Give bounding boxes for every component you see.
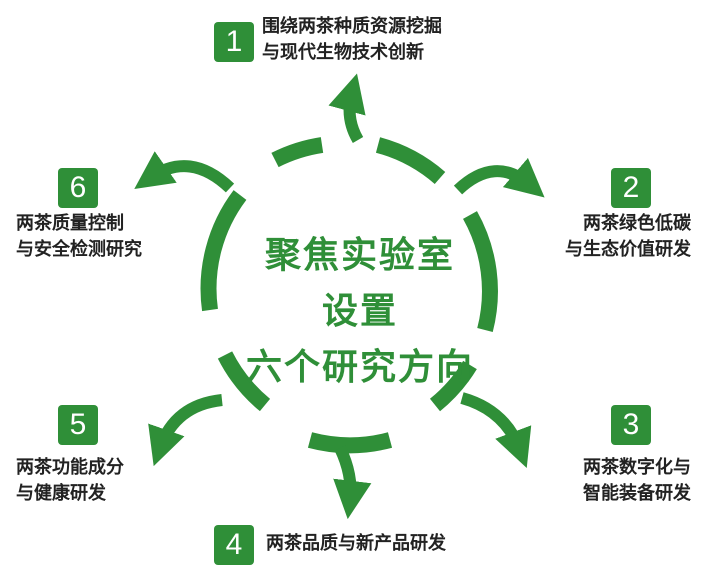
- direction-5-label: 两茶功能成分 与健康研发: [16, 455, 124, 507]
- ring-segment-2: [375, 137, 446, 185]
- direction-2-line-2: 与生态价值研发: [565, 239, 691, 260]
- direction-3-line-2: 智能装备研发: [583, 483, 691, 504]
- ring-segment-6: [217, 351, 271, 412]
- direction-6-number-badge: 6: [58, 168, 98, 208]
- direction-6-line-2: 与安全检测研究: [16, 239, 142, 260]
- arrow-to-direction-5: [148, 394, 223, 467]
- ring-segment-7: [200, 190, 247, 312]
- arrow-to-direction-2: [453, 157, 545, 198]
- center-title-line-2: 设置: [321, 291, 398, 332]
- direction-2-line-1: 两茶绿色低碳: [583, 213, 691, 234]
- direction-3-label: 两茶数字化与 智能装备研发: [565, 455, 691, 507]
- center-title-line-3: 六个研究方向: [245, 347, 474, 388]
- arrow-to-direction-6: [134, 151, 235, 193]
- direction-1-number-badge: 1: [214, 22, 254, 62]
- direction-5-line-2: 与健康研发: [16, 483, 106, 504]
- center-title-line-1: 聚焦实验室: [264, 235, 455, 276]
- center-title: 聚焦实验室 设置 六个研究方向: [230, 228, 490, 396]
- direction-1-label: 围绕两茶种质资源挖掘 与现代生物技术创新: [262, 14, 442, 66]
- direction-5-line-1: 两茶功能成分: [16, 457, 124, 478]
- direction-4-label: 两茶品质与新产品研发: [266, 531, 446, 557]
- arrow-to-direction-3: [460, 392, 532, 468]
- direction-1-line-2: 与现代生物技术创新: [262, 42, 424, 63]
- arrow-to-direction-4: [333, 445, 372, 520]
- ring-segment-4: [429, 360, 477, 412]
- direction-5-number-badge: 5: [58, 405, 98, 445]
- direction-6-label: 两茶质量控制 与安全检测研究: [16, 211, 142, 263]
- ring-segment-3: [462, 211, 498, 333]
- direction-6-line-1: 两茶质量控制: [16, 213, 124, 234]
- ring-segment-5: [307, 432, 393, 454]
- direction-3-number-badge: 3: [611, 405, 651, 445]
- direction-4-number-badge: 4: [214, 525, 254, 565]
- direction-4-line-1: 两茶品质与新产品研发: [266, 533, 446, 554]
- direction-1-line-1: 围绕两茶种质资源挖掘: [262, 16, 442, 37]
- direction-3-line-1: 两茶数字化与: [583, 457, 691, 478]
- arrow-to-direction-1: [328, 73, 366, 144]
- direction-2-label: 两茶绿色低碳 与生态价值研发: [565, 211, 691, 263]
- direction-2-number-badge: 2: [611, 168, 651, 208]
- ring-segment-1: [271, 137, 324, 168]
